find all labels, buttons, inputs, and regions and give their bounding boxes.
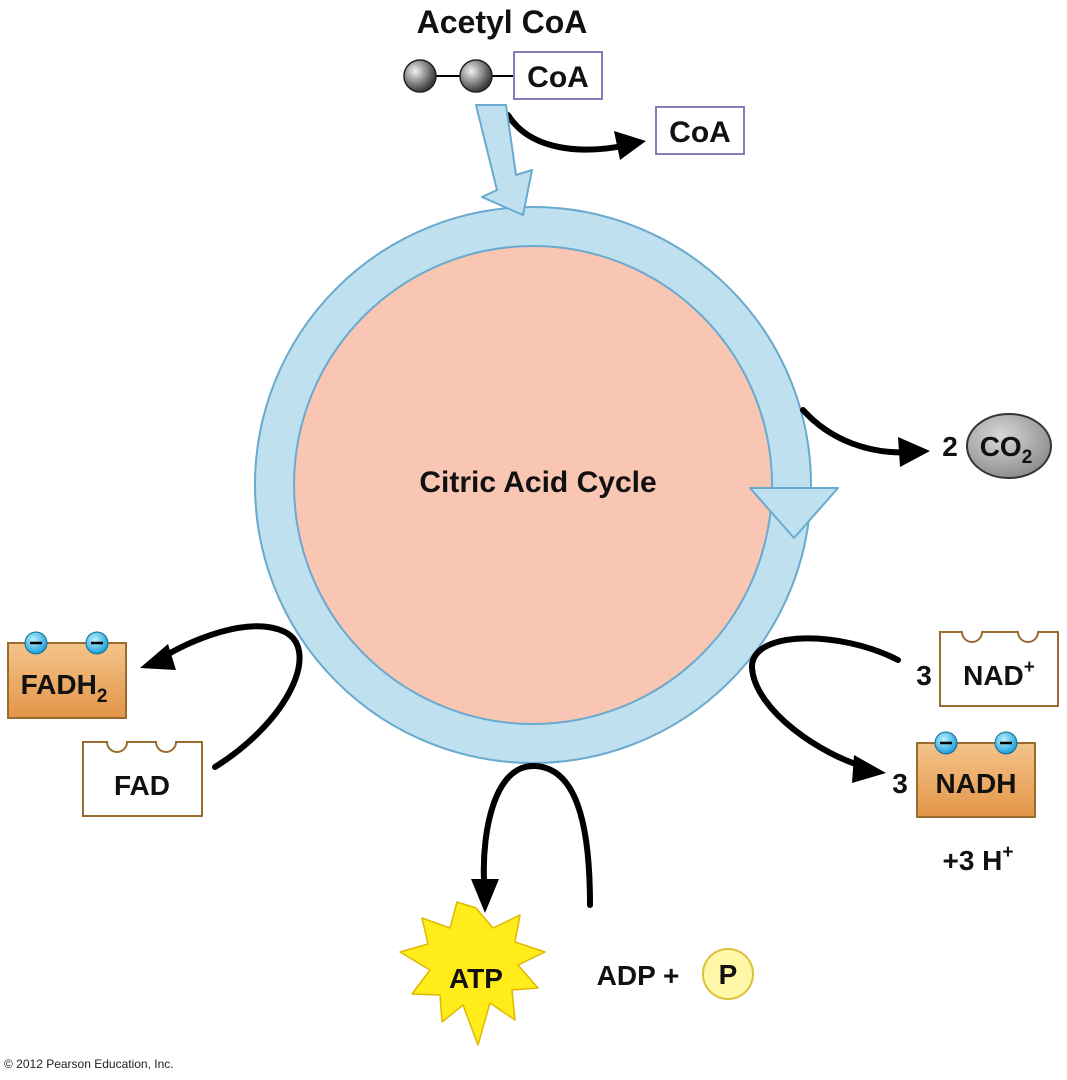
svg-text:NAD+: NAD+ (963, 657, 1035, 691)
nadh-label: NADH (936, 768, 1017, 799)
co2-label: CO (980, 431, 1022, 462)
adp-label: ADP + (597, 960, 680, 991)
fadh2-arrowhead-icon (140, 644, 176, 670)
acetyl-coa-box (513, 51, 603, 100)
cycle-label: Citric Acid Cycle (419, 466, 656, 499)
released-coa-label: CoA (669, 116, 731, 149)
acetyl-coa-coa-label: CoA (527, 61, 589, 94)
fad-reduction-curve (159, 623, 303, 770)
fad-label: FAD (114, 770, 170, 801)
acetyl-coa-title: Acetyl CoA (417, 4, 588, 40)
nadh-arrowhead-icon (852, 755, 886, 783)
cycle-ring (254, 206, 812, 764)
atp-label: ATP (449, 963, 503, 994)
co2-molecule (966, 413, 1052, 479)
fadh2-box (7, 642, 127, 719)
nad-plus-superscript: + (1024, 657, 1035, 678)
coa-release-arrowhead-icon (614, 131, 646, 160)
nad-reduction-curve (748, 635, 901, 771)
coa-release-curve (505, 112, 631, 153)
svg-text:CO2: CO2 (980, 431, 1033, 468)
entry-arrow-icon (475, 104, 533, 216)
cycle-direction-arrowhead-icon (749, 487, 839, 539)
phosphate-label: P (719, 959, 738, 990)
phosphate-icon (702, 948, 754, 1000)
nad-plus-count: 3 (916, 660, 932, 691)
copyright-text: © 2012 Pearson Education, Inc. (4, 1057, 174, 1071)
protons-label: +3 H (942, 845, 1002, 876)
co2-subscript: 2 (1022, 447, 1033, 468)
atp-synthesis-curve (480, 762, 593, 908)
cycle-interior (293, 245, 773, 725)
carbon-ball-icon (403, 59, 437, 93)
nadh-box (916, 742, 1036, 818)
nad-plus-box (939, 631, 1059, 707)
svg-text:+3 H+: +3 H+ (942, 842, 1013, 876)
fadh2-label: FADH (21, 669, 97, 700)
co2-curve (800, 407, 915, 456)
fad-box (82, 741, 203, 817)
carbon-ball-icon (459, 59, 493, 93)
fadh2-subscript: 2 (97, 686, 108, 707)
released-coa-box (655, 106, 745, 155)
atp-burst-icon (399, 901, 546, 1046)
co2-count: 2 (942, 431, 958, 462)
svg-text:FADH2: FADH2 (21, 669, 108, 707)
co2-arrowhead-icon (898, 437, 930, 467)
atp-arrowhead-icon (471, 879, 499, 913)
nadh-count: 3 (892, 768, 908, 799)
nad-plus-label: NAD (963, 660, 1024, 691)
protons-superscript: + (1002, 842, 1013, 863)
